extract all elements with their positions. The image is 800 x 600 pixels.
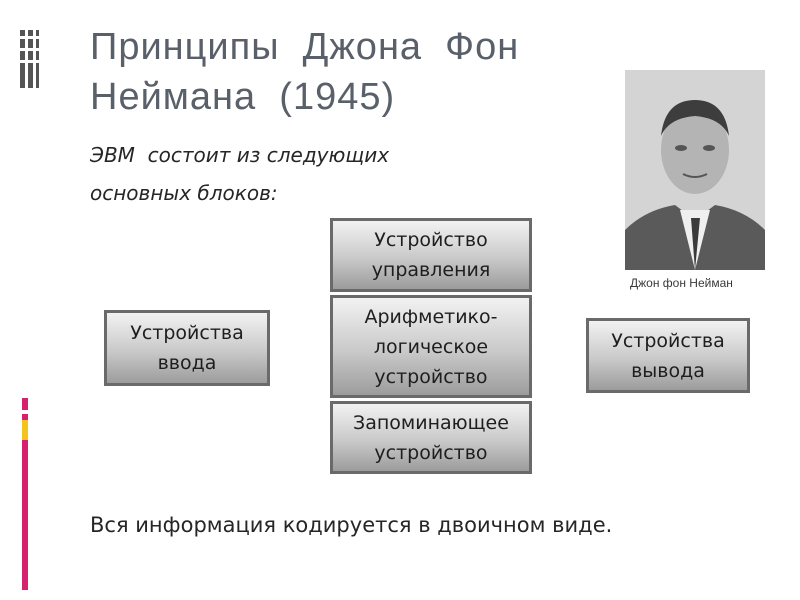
alu-line-1: Арифметико- — [364, 305, 498, 328]
conclusion-text: Вся информация кодируется в двоичном вид… — [90, 513, 613, 537]
title-line-1: Принципы Джона Фон — [90, 26, 520, 68]
title-line-2: Неймана (1945) — [90, 76, 396, 118]
alu-block: Арифметико- логическое устройство — [330, 295, 532, 398]
control-line-1: Устройство — [374, 229, 488, 251]
accent-stripe-gap — [22, 410, 28, 414]
alu-line-3: устройство — [374, 365, 488, 388]
memory-line-1: Запоминающее — [353, 411, 509, 434]
accent-stripe — [22, 398, 28, 590]
photo-caption: Джон фон Нейман — [630, 276, 733, 290]
subtitle-line-2: основных блоков: — [90, 181, 278, 205]
decor-bars — [20, 30, 44, 88]
output-line-1: Устройства — [611, 329, 725, 352]
alu-line-2: логическое — [373, 335, 489, 358]
subtitle: ЭВМ состоит из следующих основных блоков… — [90, 136, 510, 212]
output-line-2: вывода — [631, 359, 705, 382]
input-line-1: Устройства — [130, 322, 244, 344]
input-device-block: Устройства ввода — [104, 310, 270, 386]
slide-title: Принципы Джона Фон Неймана (1945) — [90, 22, 610, 122]
subtitle-line-1: ЭВМ состоит из следующих — [90, 143, 390, 167]
output-device-block: Устройства вывода — [586, 318, 750, 393]
memory-line-2: устройство — [374, 441, 488, 464]
control-unit-block: Устройство управления — [330, 218, 532, 292]
memory-block: Запоминающее устройство — [330, 401, 532, 474]
input-line-2: ввода — [157, 352, 217, 374]
control-line-2: управления — [371, 259, 491, 281]
portrait-image — [625, 70, 765, 270]
accent-stripe-yellow — [22, 420, 28, 440]
portrait-photo — [625, 70, 765, 270]
